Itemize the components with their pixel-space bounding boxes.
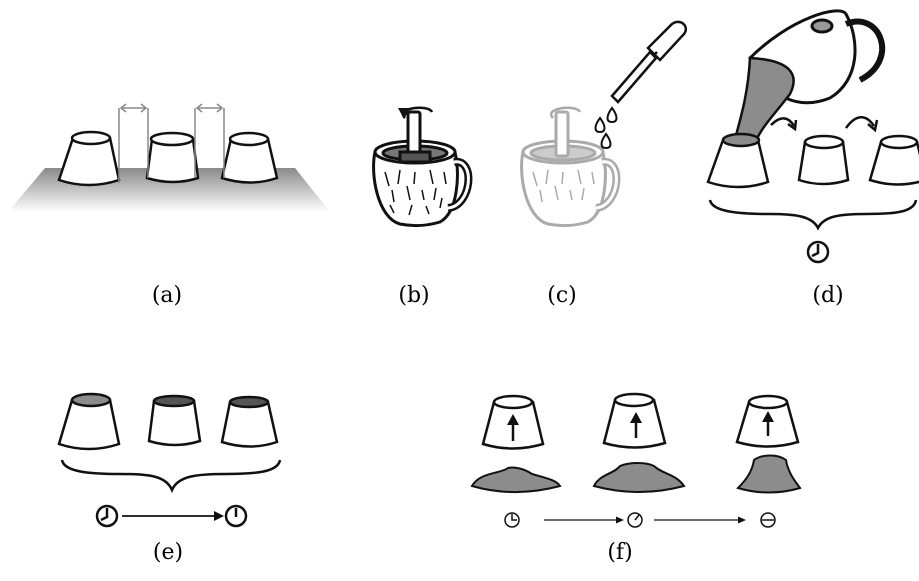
time-arrow-head [738, 517, 746, 524]
group-brace [710, 200, 916, 228]
clock-icon [628, 513, 642, 527]
stirring-spoon [400, 112, 430, 162]
panel-a [8, 104, 330, 212]
clock-icon [505, 513, 519, 527]
panel-label-d: (d) [812, 283, 843, 308]
time-arrow-head [616, 517, 624, 524]
cup [222, 133, 277, 183]
dropper [612, 22, 686, 102]
clock-icon [808, 242, 828, 262]
panel-label-c: (c) [547, 283, 577, 308]
cup [59, 132, 119, 185]
panel-label-f: (f) [607, 540, 632, 565]
sequence-arrow [846, 117, 877, 130]
cup [59, 394, 119, 449]
cup [149, 396, 200, 445]
panel-label-e: (e) [153, 540, 183, 565]
panel-e [59, 394, 280, 526]
stirring-spoon [556, 112, 568, 156]
clock-icon [97, 506, 117, 526]
liquid-drops [596, 108, 617, 148]
clock-icon [761, 513, 775, 527]
puddle [594, 463, 684, 492]
group-brace [62, 460, 280, 490]
puddle [472, 467, 560, 492]
cup [222, 397, 277, 447]
panel-label-b: (b) [398, 283, 429, 308]
panel-b [374, 108, 469, 226]
cup [147, 133, 198, 182]
panel-label-a: (a) [152, 283, 182, 308]
spacing-arrow [195, 104, 224, 178]
sequence-arrow [771, 118, 796, 129]
time-arrow-head [214, 511, 224, 521]
puddle [738, 456, 800, 493]
cup [870, 136, 919, 185]
panel-c [522, 22, 686, 226]
cup [708, 134, 768, 187]
cup [799, 136, 848, 184]
clock-icon [226, 506, 246, 526]
panel-d [708, 11, 919, 262]
panel-f [472, 394, 800, 527]
